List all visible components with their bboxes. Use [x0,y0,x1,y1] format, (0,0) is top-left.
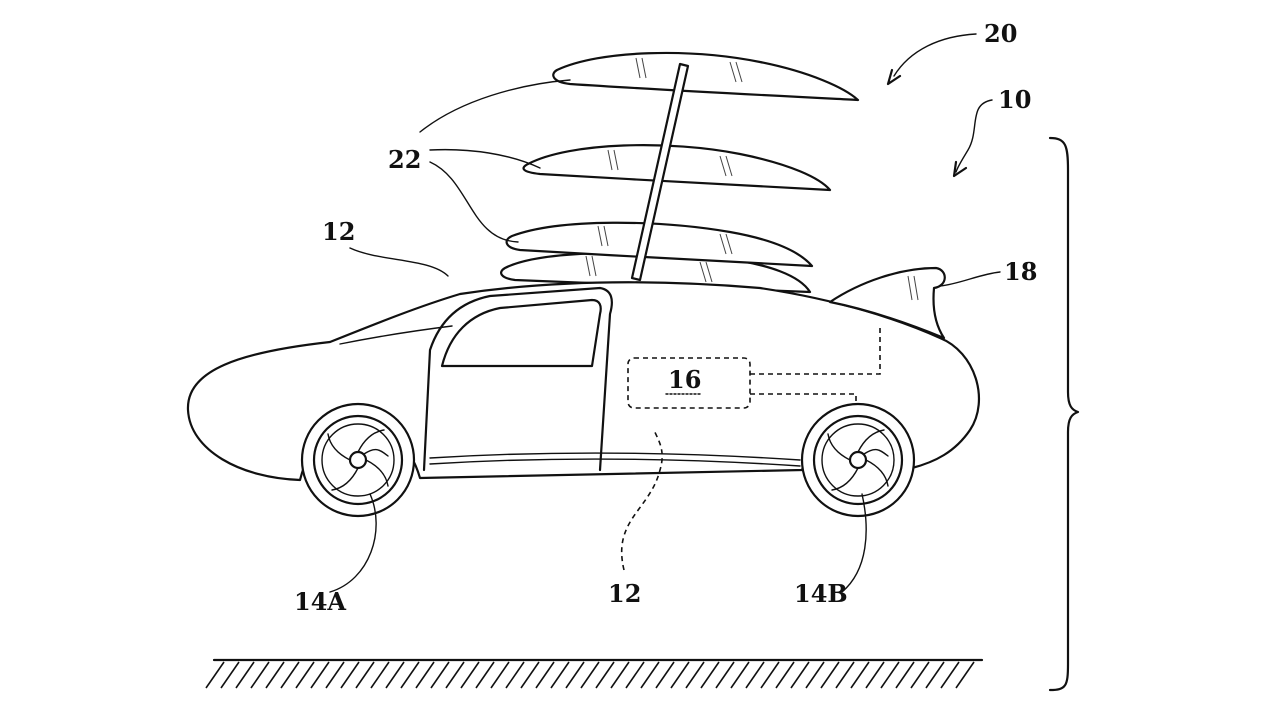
ground-hatch [280,661,300,689]
ground-hatch [610,661,630,689]
front-wheel [300,402,416,518]
ground-hatch [385,661,405,689]
label-body-top: 12 [322,217,355,246]
label-vehicle: 10 [998,85,1031,114]
ground-hatch [295,661,315,689]
ground-hatch [490,661,510,689]
rotor-blade-1 [552,51,860,102]
ground-hatch [475,661,495,689]
ground-hatch [430,661,450,689]
ground-hatch [820,661,840,689]
ground-hatch [400,661,420,689]
ground-hatch [370,661,390,689]
label-body-bottom: 12 [608,579,641,608]
ground-hatch [625,661,645,689]
ground-hatch [685,661,705,689]
ground-hatch [535,661,555,689]
label-rear-wheel: 14B [794,579,848,608]
leaders [329,33,1001,593]
label-tail-fin: 18 [1004,257,1037,286]
ground-hatch [250,661,270,689]
ground-hatch [865,661,885,689]
ground-hatch [220,661,240,689]
ground-hatch [355,661,375,689]
rotor-blade-2 [522,144,832,192]
ground-hatch [745,661,765,689]
ground-hatch [640,661,660,689]
ground-hatch [670,661,690,689]
ground-hatch [715,661,735,689]
ground-hatch [910,661,930,689]
ground-hatch [325,661,345,689]
ground-hatch [895,661,915,689]
ground-hatch [775,661,795,689]
ground-hatch [460,661,480,689]
ground-hatch [205,661,225,689]
ground-hatch [850,661,870,689]
ground-hatch [580,661,600,689]
ground-hatch [595,661,615,689]
tail-fin [828,266,946,340]
ground-hatch [730,661,750,689]
ground-hatch [700,661,720,689]
ground-hatch [520,661,540,689]
door [422,286,613,472]
ground-hatch [340,661,360,689]
ground-hatch [955,661,975,689]
ground-hatch [310,661,330,689]
lead-12-bottom [621,429,663,571]
ground-hatch [835,661,855,689]
ground [205,658,984,689]
rear-wheel [800,402,916,518]
ground-hatch [760,661,780,689]
ground-hatch [655,661,675,689]
bracket [1048,136,1080,692]
ground-hatch [565,661,585,689]
label-rotor-blades: 22 [388,145,421,174]
ground-hatch [265,661,285,689]
rotor-mast [630,62,690,282]
ground-hatch [235,661,255,689]
label-power-unit: 16 [668,365,701,394]
blade-shading [585,57,743,283]
ground-hatch [805,661,825,689]
ground-hatch [940,661,960,689]
ground-hatch [880,661,900,689]
ground-hatch [925,661,945,689]
side-window [440,298,602,368]
ground-hatch [790,661,810,689]
rotor-blade-3 [505,221,814,268]
ground-hatch [505,661,525,689]
power-unit-box [627,357,751,409]
label-rotor-assembly: 20 [984,19,1017,48]
sill-lines [429,452,801,467]
ground-hatch [415,661,435,689]
label-front-wheel: 14A [294,587,346,616]
ground-hatch [445,661,465,689]
ground-hatch [550,661,570,689]
